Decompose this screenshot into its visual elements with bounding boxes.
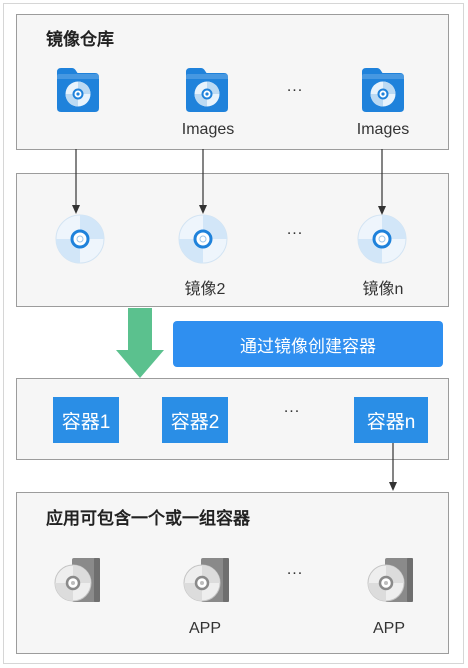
image-item-label: 镜像2 <box>184 281 226 298</box>
disc-icon <box>55 214 105 264</box>
create-container-callout: 通过镜像创建容器 <box>173 321 443 367</box>
app-icon <box>179 556 231 604</box>
container-box: 容器n <box>354 397 428 443</box>
folder-icon <box>184 65 230 113</box>
applications-panel: 应用可包含一个或一组容器 ... APP APP <box>16 492 449 654</box>
repository-title: 镜像仓库 <box>46 30 114 49</box>
image-item-label: 镜像n <box>362 281 404 298</box>
app-item-label: APP <box>372 620 405 637</box>
repository-item-label: Images <box>181 121 235 138</box>
repository-panel: 镜像仓库 ... Images Images <box>16 14 449 150</box>
disc-icon <box>357 214 407 264</box>
container-box: 容器1 <box>53 397 119 443</box>
repository-item-label: Images <box>356 121 410 138</box>
outer-frame <box>3 3 464 664</box>
containers-ellipsis: ... <box>283 399 301 416</box>
app-item-label: APP <box>188 620 221 637</box>
containers-panel: 容器1 容器2 ... 容器n <box>16 378 449 460</box>
repository-ellipsis: ... <box>286 78 304 95</box>
applications-ellipsis: ... <box>286 561 304 578</box>
images-ellipsis: ... <box>286 221 304 238</box>
app-icon <box>363 556 415 604</box>
folder-icon <box>360 65 406 113</box>
images-panel: ... 镜像2 镜像n <box>16 173 449 307</box>
folder-icon <box>55 65 101 113</box>
app-icon <box>50 556 102 604</box>
disc-icon <box>178 214 228 264</box>
container-box: 容器2 <box>162 397 228 443</box>
applications-title: 应用可包含一个或一组容器 <box>46 509 250 528</box>
